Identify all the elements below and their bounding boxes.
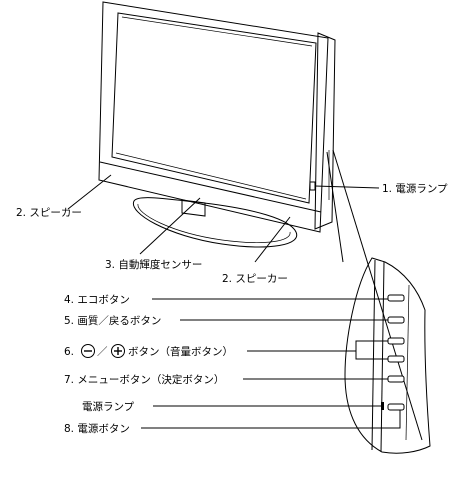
eco-button[interactable] bbox=[387, 294, 405, 302]
speaker-strip bbox=[99, 161, 322, 213]
picture-back-button[interactable] bbox=[387, 316, 405, 324]
minus-circle-icon bbox=[81, 344, 95, 358]
power-lamp-detail bbox=[381, 402, 384, 410]
volume-minus-button[interactable] bbox=[387, 337, 405, 345]
label-volume-suffix: ボタン（音量ボタン） bbox=[128, 345, 233, 358]
monitor-screen bbox=[111, 12, 317, 204]
label-power-lamp-detail: 電源ランプ bbox=[82, 400, 135, 413]
stand-base bbox=[132, 197, 298, 248]
monitor-side bbox=[314, 32, 336, 230]
monitor-bezel bbox=[98, 1, 329, 233]
monitor bbox=[98, 1, 336, 233]
label-picture-back-button: 5. 画質／戻るボタン bbox=[64, 314, 161, 327]
power-button[interactable] bbox=[387, 403, 405, 411]
leader-lines bbox=[67, 174, 401, 429]
label-eco-button: 4. エコボタン bbox=[64, 294, 130, 306]
detail-lens bbox=[344, 257, 431, 454]
detail-zoom bbox=[326, 149, 431, 454]
label-volume-slash: ／ bbox=[97, 346, 108, 358]
label-power-button: 8. 電源ボタン bbox=[64, 422, 130, 435]
menu-button[interactable] bbox=[387, 375, 405, 383]
label-light-sensor: 3. 自動輝度センサー bbox=[105, 258, 202, 271]
volume-plus-button[interactable] bbox=[387, 355, 405, 363]
plus-circle-icon bbox=[111, 344, 125, 358]
label-volume-prefix: 6. bbox=[64, 346, 74, 358]
label-speaker-left: 2. スピーカー bbox=[16, 207, 82, 219]
label-power-lamp: 1. 電源ランプ bbox=[382, 182, 448, 195]
monitor-stand bbox=[132, 197, 298, 248]
label-menu-button: 7. メニューボタン（決定ボタン） bbox=[64, 373, 224, 386]
labels: 1. 電源ランプ 2. スピーカー 3. 自動輝度センサー 2. スピーカー 4… bbox=[16, 182, 448, 435]
label-speaker-right: 2. スピーカー bbox=[222, 273, 288, 285]
power-lamp-indicator bbox=[309, 181, 316, 191]
